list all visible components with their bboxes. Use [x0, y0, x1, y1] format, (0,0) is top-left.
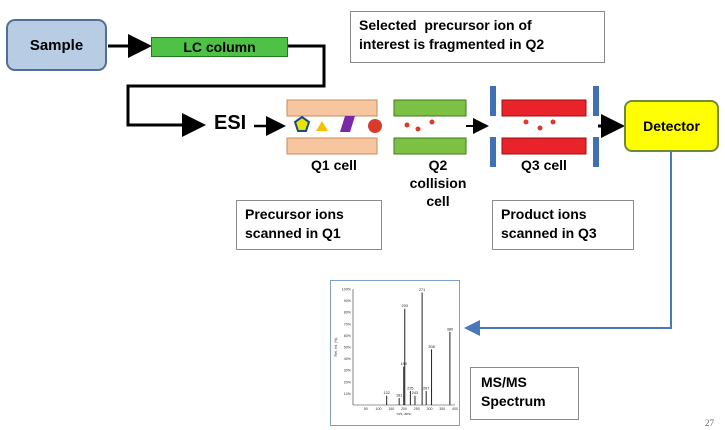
spectrum-y-tick-label: 20%	[344, 380, 352, 384]
q3-rod-bottom	[501, 137, 587, 155]
spectrum-y-tick-label: 40%	[344, 357, 352, 361]
lc-column-box: LC column	[151, 37, 288, 57]
spectrum-note-line-2: Spectrum	[481, 393, 546, 409]
spectrum-x-tick-label: 400	[452, 407, 458, 411]
spectrum-peak-label: 203	[402, 304, 408, 308]
product-note-line-1: Product ions	[501, 206, 587, 222]
fragmentation-note: Selected precursor ion of interest is fr…	[350, 11, 605, 63]
arrow-detector-to-spectrum	[464, 152, 672, 336]
spectrum-y-tick-label: 60%	[344, 334, 352, 338]
fragmentation-note-line-1: Selected precursor ion of	[359, 17, 532, 33]
parallelogram-ion	[340, 116, 355, 132]
lens-plate-upper-right	[593, 86, 599, 116]
product-note-line-2: scanned in Q3	[501, 225, 597, 241]
q2-rod-bottom	[393, 137, 467, 155]
spectrum-note-line-1: MS/MS	[481, 374, 527, 390]
q3-rod-top	[501, 99, 587, 117]
lens-plate-lower-right	[593, 137, 599, 167]
q2-label-line-2: collision	[409, 175, 467, 191]
spectrum-peak-label: 380	[447, 327, 453, 331]
pentagon-ion	[293, 115, 311, 132]
precursor-ion	[368, 119, 382, 133]
spectrum-peak-label: 287	[423, 387, 429, 391]
q2-label-line-3: cell	[426, 193, 450, 209]
precursor-note: Precursor ions scanned in Q1	[236, 200, 382, 250]
spectrum-y-tick-label: 50%	[344, 346, 352, 350]
spectrum-x-tick-label: 300	[427, 407, 433, 411]
sample-box: Sample	[6, 19, 107, 71]
spectrum-y-tick-label: 90%	[344, 299, 352, 303]
spectrum-peak-label: 308	[428, 345, 434, 349]
spectrum-x-tick-label: 200	[401, 407, 407, 411]
spectrum-y-tick-label: 70%	[344, 322, 352, 326]
spectrum-peak-label: 225	[407, 387, 413, 391]
spectrum-note: MS/MS Spectrum	[470, 367, 579, 420]
triangle-ion	[316, 121, 328, 131]
q3-cell-label: Q3 cell	[521, 157, 567, 173]
spectrum-y-tick-label: 100%	[342, 288, 352, 292]
esi-label: ESI	[214, 112, 247, 134]
q1-cell-label: Q1 cell	[311, 157, 357, 173]
spectrum-peak-label: 271	[419, 288, 425, 292]
arrow-lc-to-esi	[126, 44, 326, 137]
spectrum-x-tick-label: 100	[376, 407, 382, 411]
lens-plate-upper-left	[490, 86, 496, 116]
spectrum-x-tick-label: 50	[364, 407, 368, 411]
fragmentation-note-line-2: interest is fragmented in Q2	[359, 36, 545, 52]
fragment-ion	[404, 122, 410, 128]
q1-rod-bottom	[286, 137, 378, 155]
spectrum-peak-label: 199	[401, 362, 407, 366]
spectrum-y-tick-label: 80%	[344, 311, 352, 315]
spectrum-y-tick-label: 30%	[344, 369, 352, 373]
product-ion	[537, 125, 543, 131]
q2-cell-label: Q2 collision cell	[394, 156, 482, 210]
spectrum-x-tick-label: 150	[388, 407, 394, 411]
msms-spectrum-thumbnail: 100% 90% 80% 70% 60% 50% 40% 30% 20% 10% 50 100 150 2…	[330, 280, 460, 426]
precursor-note-line-1: Precursor ions	[245, 206, 344, 222]
spectrum-x-title: m/z, amu	[397, 412, 412, 416]
fragment-ion	[415, 126, 421, 132]
q2-label-line-1: Q2	[428, 157, 448, 173]
product-ion	[523, 119, 529, 125]
spectrum-plot: 100% 90% 80% 70% 60% 50% 40% 30% 20% 10% 50 100 150 2…	[334, 288, 458, 417]
spectrum-x-tick-label: 250	[414, 407, 420, 411]
spectrum-peak-label: 181	[396, 394, 402, 398]
spectrum-peak-label: 132	[383, 391, 389, 395]
q1-rod-top	[286, 99, 378, 117]
fragment-ion	[429, 119, 435, 125]
product-ion	[550, 119, 556, 125]
detector-box: Detector	[624, 100, 719, 152]
product-note: Product ions scanned in Q3	[492, 200, 634, 250]
spectrum-y-title: Rel. Int. (%)	[334, 338, 338, 357]
lens-plate-lower-left	[490, 137, 496, 167]
spectrum-x-tick-label: 350	[439, 407, 445, 411]
spectrum-peak-label: 243	[412, 391, 418, 395]
page-number: 27	[705, 418, 714, 428]
q2-rod-top	[393, 99, 467, 117]
spectrum-y-tick-label: 10%	[344, 392, 352, 396]
precursor-note-line-2: scanned in Q1	[245, 225, 341, 241]
